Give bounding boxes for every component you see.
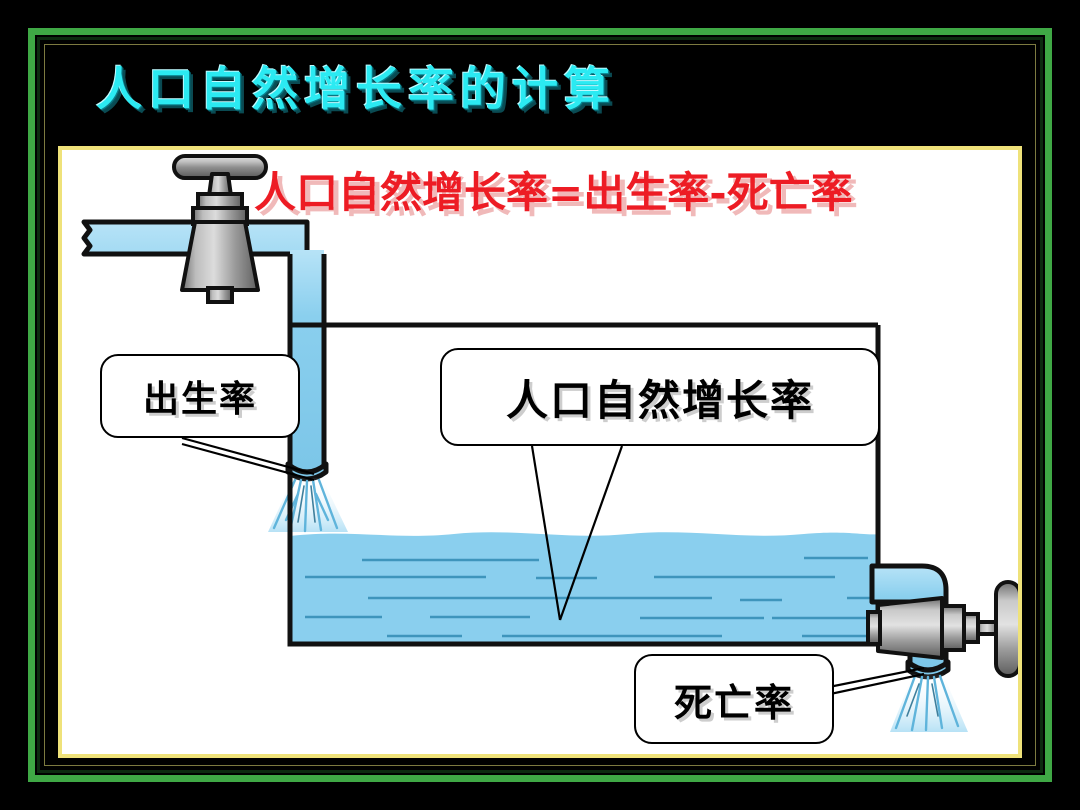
outlet-water-spray	[890, 674, 968, 732]
callout-natural-increase-rate[interactable]: 人口自然增长率	[440, 348, 880, 446]
callout-natural-increase-rate-label: 人口自然增长率	[505, 375, 814, 425]
callout-death-rate[interactable]: 死亡率	[634, 654, 834, 744]
water-tank-diagram	[81, 154, 1018, 732]
page-title-text: 人口自然增长率的计算	[96, 62, 616, 116]
callout-birth-rate-label: 出生率	[142, 378, 257, 420]
water-tank	[287, 322, 881, 647]
page-title: 人口自然增长率的计算 人口自然增长率的计算	[96, 58, 976, 120]
formula-main: 人口自然增长率=出生率-死亡率	[254, 168, 853, 217]
inlet-faucet[interactable]	[172, 154, 268, 304]
water-ripples	[305, 556, 878, 638]
outlet-faucet[interactable]	[866, 580, 1018, 678]
callout-leader-lines	[181, 436, 925, 708]
content-panel: 人口自然增长率=出生率-死亡率 人口自然增长率=出生率-死亡率	[58, 146, 1022, 758]
content-panel-inner: 人口自然增长率=出生率-死亡率 人口自然增长率=出生率-死亡率	[62, 150, 1018, 754]
formula-shadow: 人口自然增长率=出生率-死亡率	[259, 173, 858, 222]
page-title-shadow: 人口自然增长率的计算	[100, 66, 620, 120]
inlet-water-spray	[268, 478, 348, 533]
callout-birth-rate[interactable]: 出生率	[100, 354, 300, 438]
callout-death-rate-label: 死亡率	[673, 679, 794, 725]
formula-text: 人口自然增长率=出生率-死亡率 人口自然增长率=出生率-死亡率	[254, 164, 1014, 222]
